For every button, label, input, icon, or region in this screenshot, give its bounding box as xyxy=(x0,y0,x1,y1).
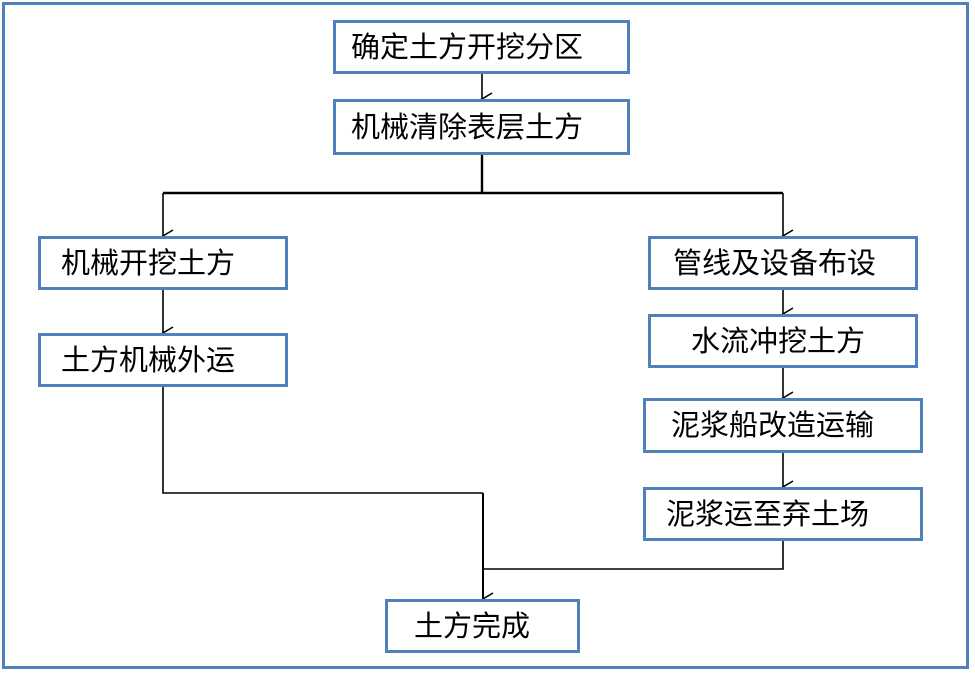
node-mech-haul-label: 土方机械外运 xyxy=(61,342,236,377)
node-mech-excavate: 机械开挖土方 xyxy=(38,236,288,290)
connector-left-merge xyxy=(162,387,483,494)
node-define-zones: 确定土方开挖分区 xyxy=(333,20,630,74)
node-water-jet-label: 水流冲挖土方 xyxy=(691,323,866,358)
node-water-jet: 水流冲挖土方 xyxy=(648,314,918,368)
node-complete-label: 土方完成 xyxy=(414,608,531,643)
node-clear-surface: 机械清除表层土方 xyxy=(333,99,630,155)
connector-right-merge xyxy=(483,541,784,570)
node-mud-boat: 泥浆船改造运输 xyxy=(643,398,923,453)
node-complete: 土方完成 xyxy=(385,599,580,653)
node-mud-transport-label: 泥浆运至弃土场 xyxy=(666,496,870,531)
node-clear-surface-label: 机械清除表层土方 xyxy=(351,109,584,144)
node-mud-boat-label: 泥浆船改造运输 xyxy=(671,408,875,442)
node-mech-excavate-label: 机械开挖土方 xyxy=(61,245,236,280)
node-pipelines-label: 管线及设备布设 xyxy=(673,245,877,280)
node-pipelines: 管线及设备布设 xyxy=(648,236,918,290)
node-define-zones-label: 确定土方开挖分区 xyxy=(351,29,584,64)
connector-split xyxy=(163,155,783,195)
node-mud-transport: 泥浆运至弃土场 xyxy=(643,487,923,541)
node-mech-haul: 土方机械外运 xyxy=(38,333,288,387)
